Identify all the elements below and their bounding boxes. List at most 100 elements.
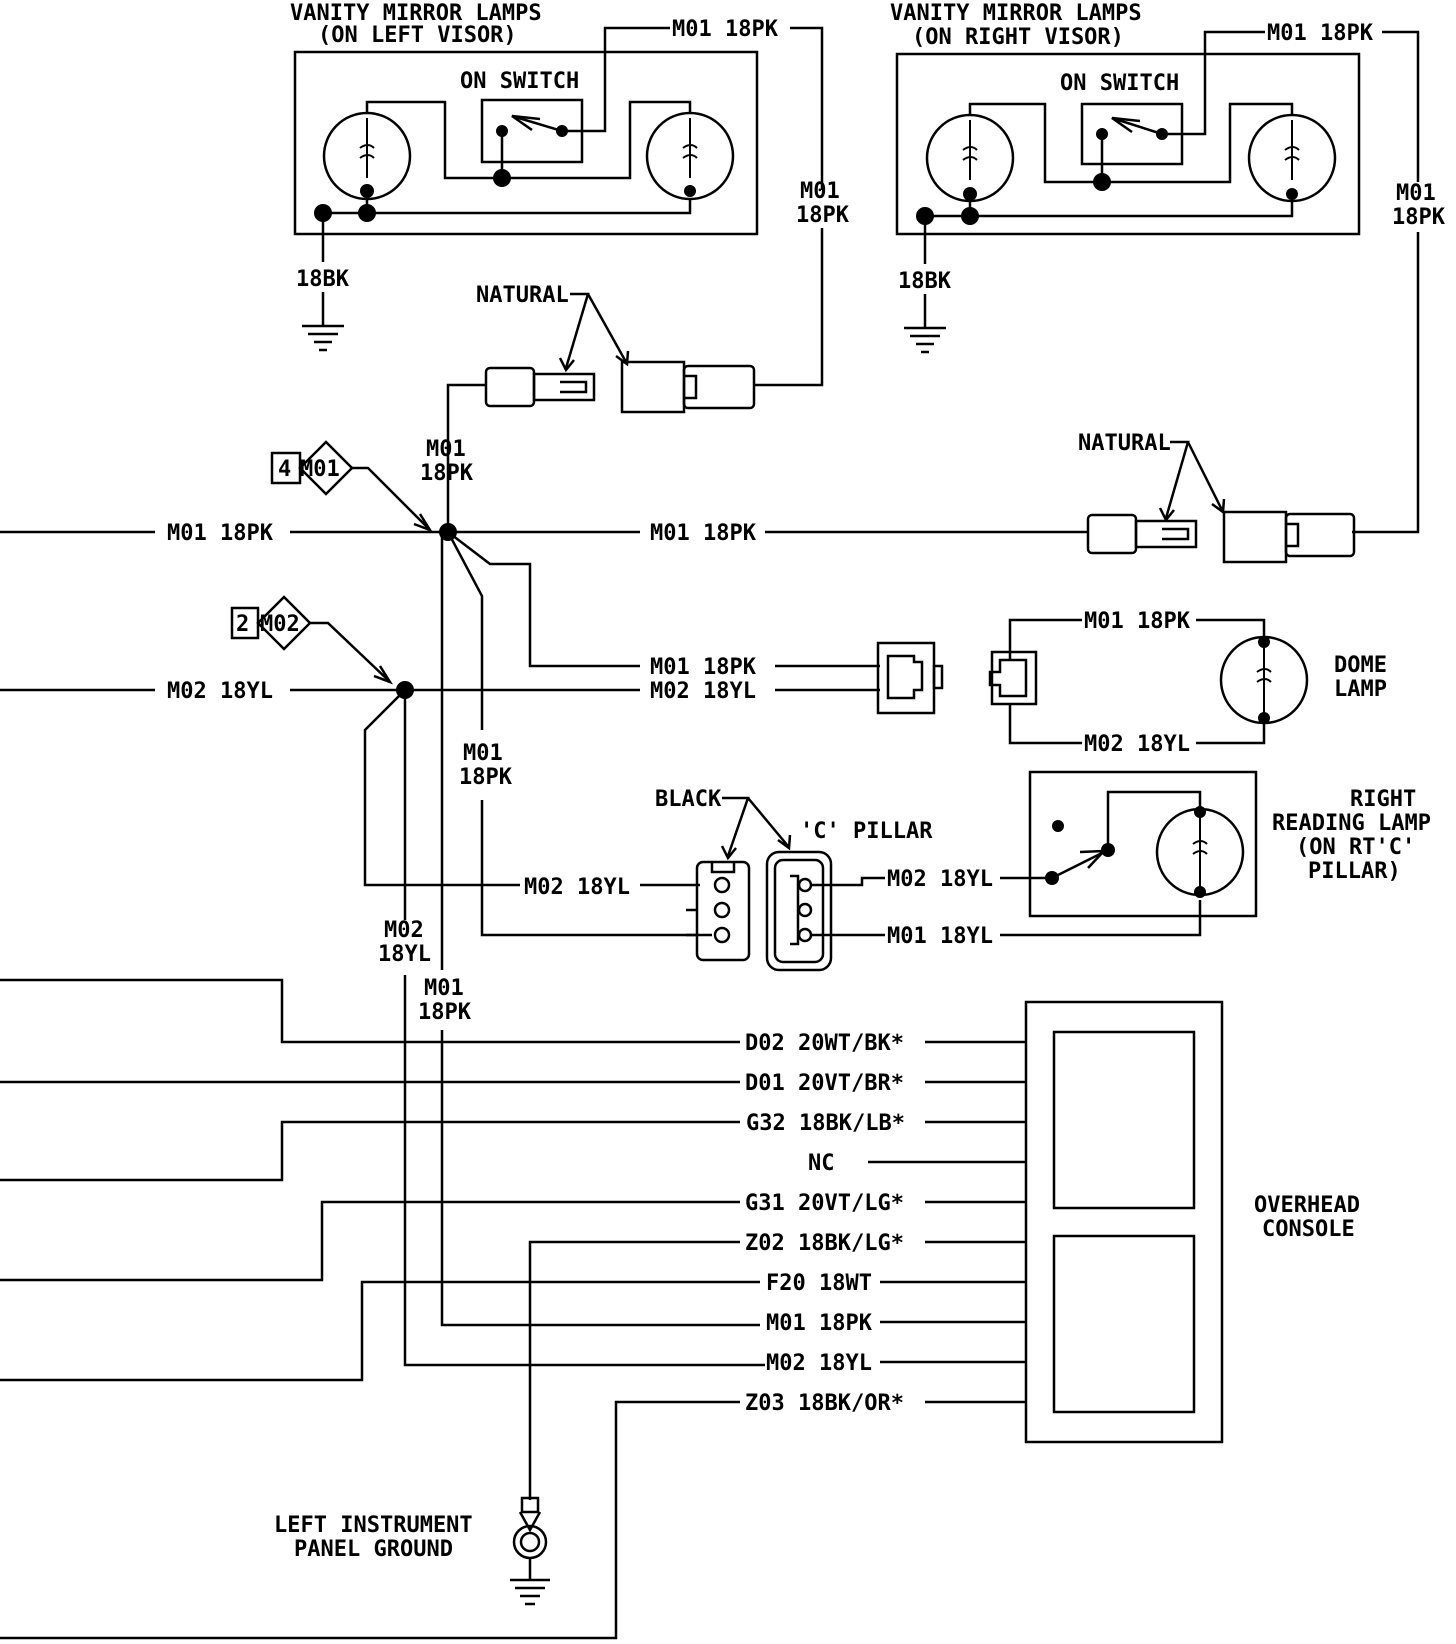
right-visor-wire-side-2: 18PK (1392, 205, 1446, 230)
vert-m01-a-label-2: 18PK (420, 461, 474, 486)
right-visor-ground-icon (904, 294, 946, 354)
natural-2-socket-tail (1284, 512, 1356, 558)
natural-1-plug-pins (532, 372, 596, 402)
vert-m01-b-label-2: 18PK (459, 765, 513, 790)
m01-to-dome-wire (447, 531, 640, 668)
natural-2-socket (1222, 510, 1288, 564)
console-pin-stubs (868, 1040, 1026, 1404)
left-visor-title: VANITY MIRROR LAMPS (290, 1, 542, 26)
natural-2-plug-pins (1134, 519, 1198, 549)
reading-lamp-label-4: PILLAR) (1308, 859, 1401, 884)
console-wire-d02 (0, 978, 740, 1044)
natural-connector-2: NATURAL (1078, 431, 1356, 564)
console-pin-0-label: D02 20WT/BK* (745, 1031, 904, 1056)
console-pin-2-label: G32 18BK/LB* (746, 1111, 905, 1136)
console-pin-3-label: NC (808, 1151, 835, 1176)
c-pillar-connector-black (695, 860, 751, 962)
m01-down-wire-b (440, 1030, 760, 1327)
console-wire-f20 (0, 1280, 760, 1382)
c-pillar-label: 'C' PILLAR (800, 819, 933, 844)
ground-label-1: LEFT INSTRUMENT (274, 1513, 473, 1538)
right-visor-wire-down (1352, 232, 1420, 534)
m01-ref-leader (352, 466, 434, 533)
left-visor-box (293, 50, 759, 236)
right-switch-label: ON SWITCH (1060, 71, 1179, 96)
right-switch-contact (1096, 116, 1168, 140)
console-pin-8-label: M02 18YL (766, 1351, 872, 1376)
dome-in-m02-label: M02 18YL (650, 679, 756, 704)
right-switch-feed-wire (1162, 30, 1265, 136)
dome-lamp-label-2: LAMP (1334, 677, 1387, 702)
pillar-out-m02-label: M02 18YL (887, 867, 993, 892)
dome-in-m01-label: M01 18PK (650, 655, 757, 680)
console-wire-g32 (0, 1120, 740, 1182)
overhead-console: OVERHEAD CONSOLE D02 20WT/BK* D01 20VT/B… (0, 978, 1360, 1640)
console-pin-7-label: M01 18PK (766, 1311, 873, 1336)
left-vanity-mirror-lamps: VANITY MIRROR LAMPS (ON LEFT VISOR) ON S… (290, 1, 850, 387)
right-visor-common-wire (968, 201, 1294, 218)
m02-ref-id: M02 (260, 612, 300, 637)
overhead-console-label-1: OVERHEAD (1254, 1193, 1360, 1218)
right-visor-ground-label: 18BK (898, 269, 952, 294)
left-switch-feed-wire (562, 26, 670, 133)
dome-lamp-label-1: DOME (1334, 653, 1387, 678)
black-arrow-a (720, 796, 750, 861)
right-vanity-mirror-lamps: VANITY MIRROR LAMPS (ON RIGHT VISOR) ON … (890, 1, 1446, 534)
vert-m01-b-label-1: M01 (463, 741, 503, 766)
console-pin-1-label: D01 20VT/BR* (745, 1071, 904, 1096)
natural-connector-1-label: NATURAL (476, 283, 569, 308)
left-visor-subtitle: (ON LEFT VISOR) (318, 23, 517, 48)
c-pillar-connector: BLACK 'C' PILLAR M02 18YL M02 18YL M01 1… (524, 787, 1202, 972)
m01-ref-number: 4 (278, 457, 291, 482)
dome-connector-male (990, 650, 1038, 706)
vert-m01-a-label-1: M01 (426, 437, 466, 462)
reading-lamp-bulb (1155, 806, 1245, 898)
natural-1-socket (620, 360, 686, 414)
right-visor-feed-wire (1382, 30, 1420, 182)
left-switch-contact (496, 114, 568, 137)
m02-down-wire-b (403, 975, 765, 1367)
m01-to-pillar-wire-b (480, 800, 690, 937)
console-pin-6-label: F20 18WT (766, 1271, 872, 1296)
left-visor-wire-top: M01 18PK (672, 17, 779, 42)
left-visor-wire-down (755, 228, 824, 387)
natural-1-socket-tail (682, 364, 756, 410)
dome-lamp-circuit: M01 18PK M02 18YL M01 18PK M02 18YL DOME… (650, 609, 1387, 757)
right-visor-box (895, 52, 1361, 236)
m02-ref-leader (310, 621, 394, 685)
c-pillar-connector-mate (765, 850, 833, 972)
m01-ref-id: M01 (300, 457, 340, 482)
natural-2-plug-male (1086, 513, 1138, 555)
pillar-in-m02-label: M02 18YL (524, 875, 630, 900)
left-visor-ground-label: 18BK (296, 267, 350, 292)
dome-out-m02-label: M02 18YL (1084, 732, 1190, 757)
natural-1-out-wire (446, 383, 486, 532)
black-arrow-b (747, 797, 792, 851)
right-visor-subtitle: (ON RIGHT VISOR) (912, 25, 1124, 50)
overhead-console-label-2: CONSOLE (1262, 1217, 1355, 1242)
natural-2-arrow-b (1186, 441, 1226, 515)
right-visor-wire-side-1: M01 (1396, 181, 1436, 206)
left-visor-wire-side-2: 18PK (796, 203, 850, 228)
left-visor-common-wire (365, 199, 692, 215)
reading-lamp-box (1028, 770, 1258, 918)
console-wire-g31 (0, 1200, 740, 1282)
m02-ref-number: 2 (236, 612, 249, 637)
overhead-console-panel-upper (1052, 1030, 1196, 1210)
right-visor-wire-top: M01 18PK (1267, 21, 1374, 46)
main-m01-right-label: M01 18PK (650, 521, 757, 546)
natural-1-plug-male (484, 366, 536, 408)
vert-m02-label-2: 18YL (378, 942, 431, 967)
natural-1-arrow-b (586, 293, 630, 367)
overhead-console-box (1024, 1000, 1224, 1444)
main-m01-left-label: M01 18PK (167, 521, 274, 546)
pillar-out-m01-label: M01 18YL (887, 924, 993, 949)
console-wire-z03 (0, 1400, 740, 1640)
left-instrument-panel-ground: LEFT INSTRUMENT PANEL GROUND (274, 1496, 550, 1606)
dome-connector-female (876, 641, 936, 715)
vert-m02-label-1: M02 (384, 918, 424, 943)
ground-icon (510, 1558, 550, 1606)
reading-lamp-label-2: READING LAMP (1272, 811, 1431, 836)
main-m02-left-label: M02 18YL (167, 679, 273, 704)
